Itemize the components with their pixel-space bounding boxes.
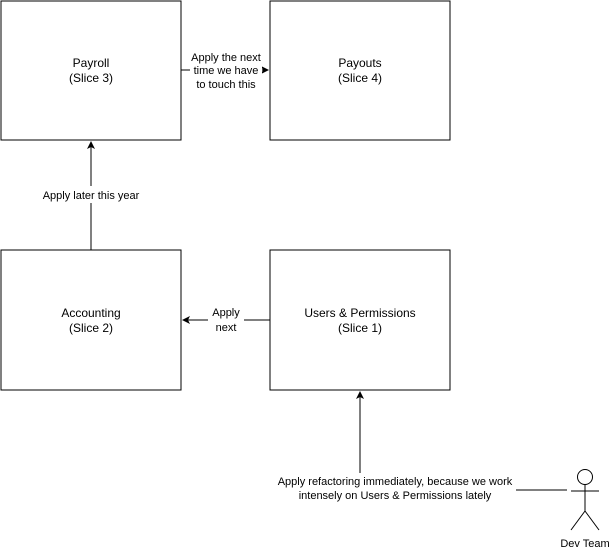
node-accounting-subtitle: (Slice 2) <box>69 321 113 335</box>
edge-accounting-to-payroll-label: Apply later this year <box>43 190 140 202</box>
actor-dev-team[interactable]: Dev Team <box>560 469 610 551</box>
edge-team-to-users-label-1: Apply refactoring immediately, because w… <box>278 476 513 488</box>
edge-accounting-to-payroll[interactable]: Apply later this year <box>38 141 144 250</box>
node-payouts[interactable]: Payouts (Slice 4) <box>269 0 451 141</box>
node-accounting-title: Accounting <box>61 306 120 320</box>
actor-dev-team-label: Dev Team <box>560 538 609 550</box>
node-users-title: Users & Permissions <box>304 306 415 320</box>
node-users-permissions[interactable]: Users & Permissions (Slice 1) <box>269 249 451 391</box>
edge-team-to-users-label-2: intensely on Users & Permissions lately <box>299 490 492 502</box>
node-payouts-title: Payouts <box>338 56 381 70</box>
node-accounting[interactable]: Accounting (Slice 2) <box>0 249 182 391</box>
edge-team-to-users[interactable]: Apply refactoring immediately, because w… <box>274 391 567 503</box>
edge-payroll-to-payouts-label-3: to touch this <box>196 79 256 91</box>
edge-users-to-accounting-label-2: next <box>216 322 237 334</box>
edge-payroll-to-payouts-label-1: Apply the next <box>191 52 261 64</box>
node-payroll-title: Payroll <box>73 56 110 70</box>
node-payroll-subtitle: (Slice 3) <box>69 71 113 85</box>
edge-users-to-accounting-label-1: Apply <box>212 307 240 319</box>
node-payouts-subtitle: (Slice 4) <box>338 71 382 85</box>
edge-payroll-to-payouts[interactable]: Apply the next time we have to touch thi… <box>181 50 269 92</box>
edge-users-to-accounting[interactable]: Apply next <box>182 305 270 335</box>
stick-figure-icon <box>570 469 600 531</box>
edge-payroll-to-payouts-label-2: time we have <box>194 65 259 77</box>
node-payroll[interactable]: Payroll (Slice 3) <box>0 0 182 141</box>
node-users-subtitle: (Slice 1) <box>338 321 382 335</box>
